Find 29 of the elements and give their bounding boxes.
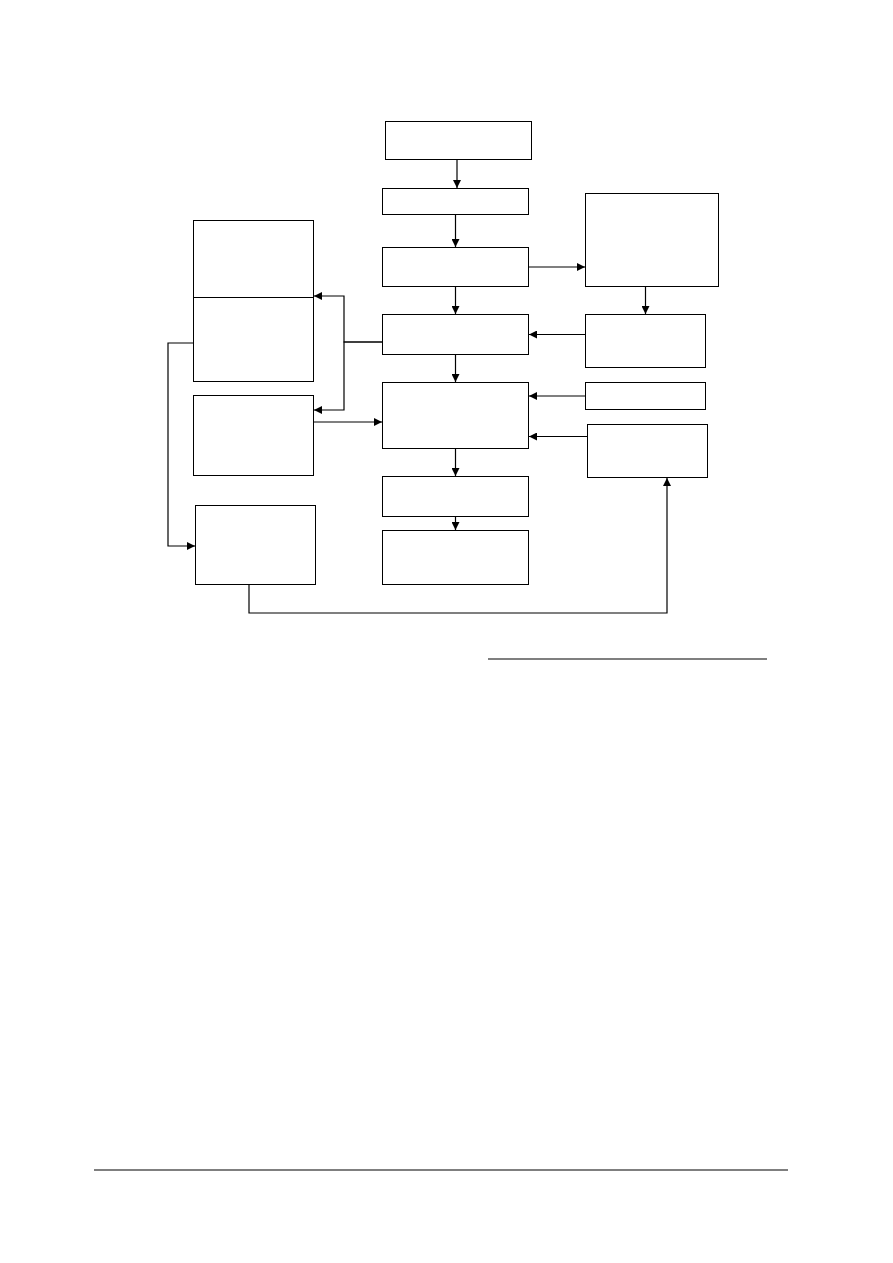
arrow [451,214,460,248]
arrow [451,448,460,477]
process-box [382,314,529,355]
process-box [193,220,314,382]
process-box [382,188,529,215]
process-box [585,382,706,410]
arrow [451,354,460,383]
process-box [193,395,314,476]
process-box [382,530,529,585]
arrow [453,159,461,189]
process-box [382,476,529,517]
arrow [528,392,586,400]
arrow [313,341,383,414]
arrow [528,330,586,339]
arrow [313,418,383,426]
arrow [641,286,650,315]
process-box [195,505,316,585]
arrow [528,432,588,441]
process-box [587,424,708,478]
process-box [585,193,719,287]
process-box [382,382,529,449]
arrow [451,516,460,531]
arrow [451,286,460,315]
arrow [248,477,671,614]
arrow [167,342,196,550]
arrow [528,263,586,271]
process-box [385,121,532,160]
process-box [382,247,529,287]
process-box [585,314,706,368]
